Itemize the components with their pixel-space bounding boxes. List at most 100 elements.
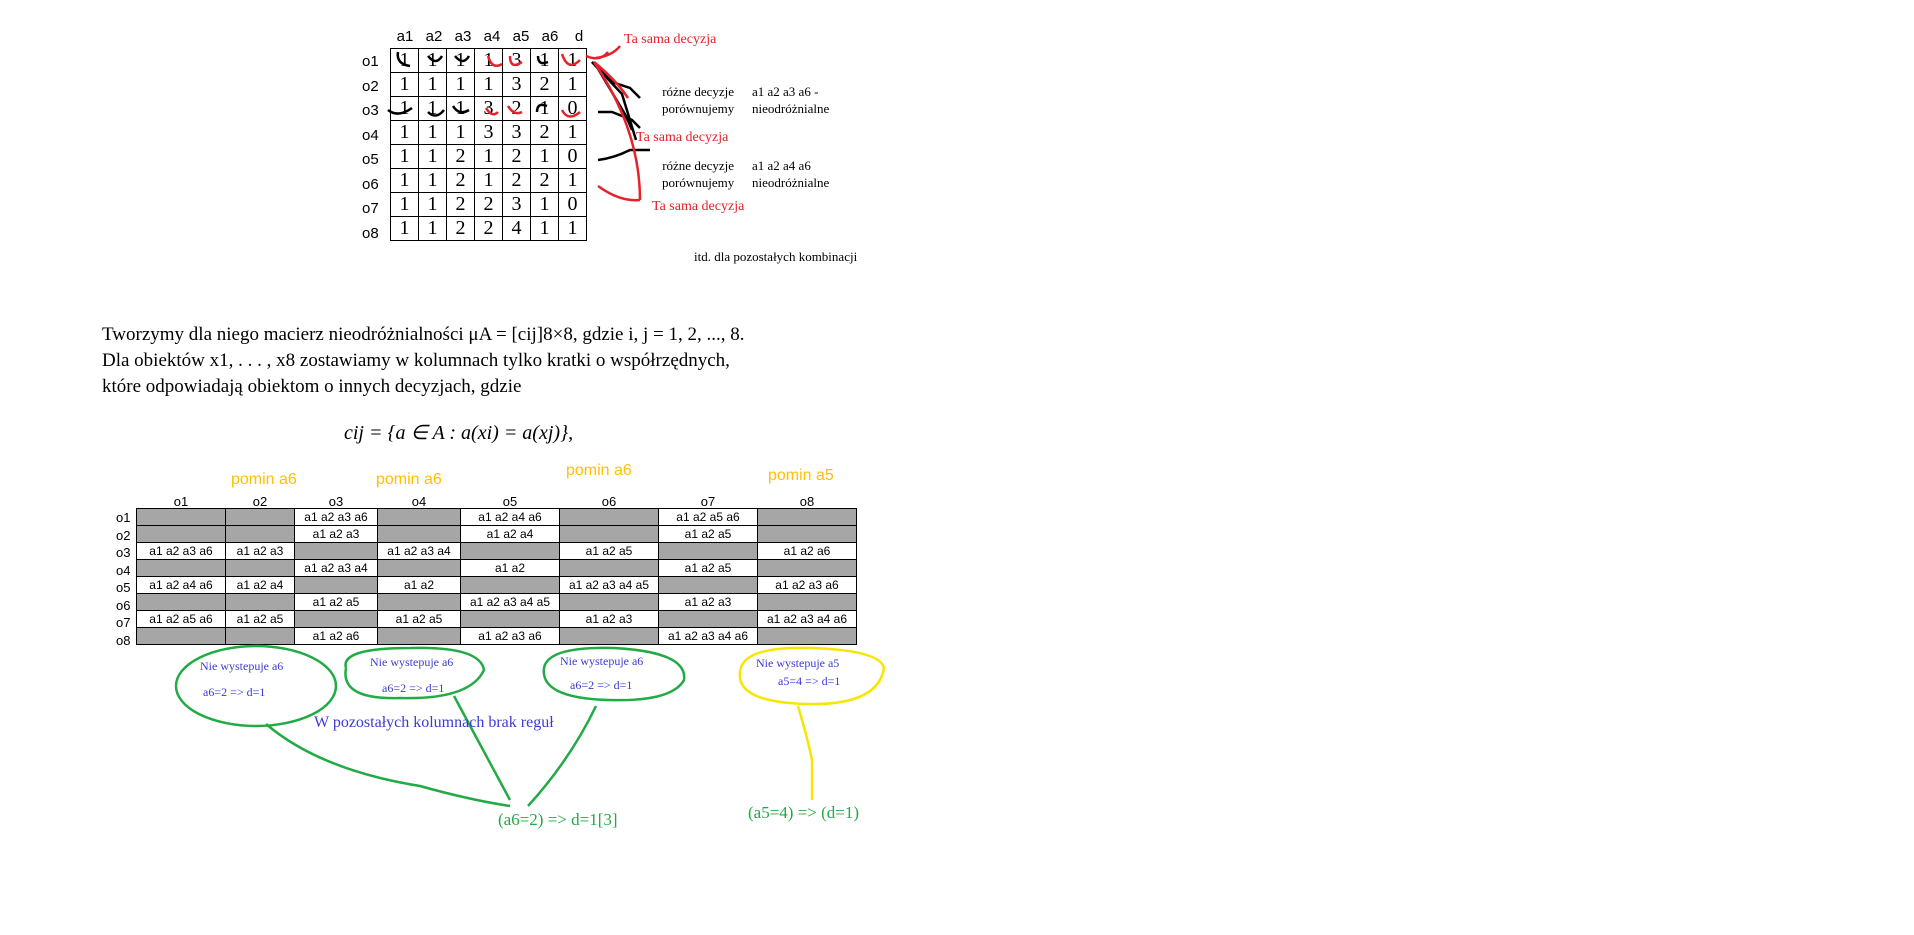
note-pomin-o6: pomin a6 xyxy=(566,462,632,479)
matrix-cell xyxy=(136,525,226,543)
yellow-marks xyxy=(738,646,886,800)
matrix-header-o2: o2 xyxy=(252,494,268,509)
decision-cell: 1 xyxy=(418,192,447,217)
decision-cell: 2 xyxy=(474,216,503,241)
matrix-cell: a1 a2 a3 a4 a5 xyxy=(559,576,659,594)
decision-cell: 1 xyxy=(558,72,587,97)
decision-row-label-o4: o4 xyxy=(362,126,379,144)
note-attrs2-line2: nieodróżnialne xyxy=(752,175,830,190)
matrix-header-o8: o8 xyxy=(799,494,815,509)
matrix-cell xyxy=(225,508,295,526)
note-same-decision-3: Ta sama decyzja xyxy=(652,199,745,214)
matrix-row-label-o8: o8 xyxy=(116,632,131,648)
decision-header-a1: a1 xyxy=(396,28,414,45)
matrix-header-o4: o4 xyxy=(411,494,427,509)
decision-row-label-o6: o6 xyxy=(362,175,379,193)
decision-cell: 1 xyxy=(530,96,559,121)
matrix-cell xyxy=(658,542,758,560)
note-rule-3: a6=2 => d=1 xyxy=(570,678,633,692)
matrix-cell: a1 a2 a5 xyxy=(294,593,378,611)
matrix-cell: a1 a2 a3 xyxy=(294,525,378,543)
matrix-row-label-o6: o6 xyxy=(116,597,131,613)
matrix-cell: a1 a2 a3 a6 xyxy=(757,576,857,594)
note-rule-1: a6=2 => d=1 xyxy=(203,685,266,699)
note-etc: itd. dla pozostałych kombinacji xyxy=(694,249,858,264)
decision-cell: 1 xyxy=(558,168,587,193)
decision-row-label-o2: o2 xyxy=(362,77,379,95)
decision-header-a5: a5 xyxy=(512,28,530,45)
decision-cell: 1 xyxy=(418,96,447,121)
red-marks xyxy=(484,45,642,202)
decision-row-label-o3: o3 xyxy=(362,102,379,119)
matrix-cell xyxy=(757,593,857,611)
matrix-cell: a1 a2 a5 xyxy=(559,542,659,560)
matrix-cell xyxy=(460,576,560,594)
note-attrs1-line1: a1 a2 a3 a6 - xyxy=(752,84,819,99)
note-different-decisions-1: różne decyzje porównujemy xyxy=(662,83,734,117)
decision-cell: 1 xyxy=(530,216,559,241)
matrix-row-label-o2: o2 xyxy=(116,527,131,543)
decision-cell: 1 xyxy=(390,72,419,97)
paragraph-line-3: które odpowiadają obiektom o innych decy… xyxy=(102,376,522,397)
matrix-cell: a1 a2 a3 xyxy=(658,593,758,611)
decision-header-a3: a3 xyxy=(454,28,472,45)
note-nie-wystepuje-3: Nie wystepuje a6 xyxy=(560,654,644,668)
note-indistinguishable-1: a1 a2 a3 a6 - nieodróżnialne xyxy=(752,83,829,117)
note-pomin-o8: pomin a5 xyxy=(768,467,834,484)
decision-cell: 1 xyxy=(558,48,587,73)
matrix-cell xyxy=(757,508,857,526)
matrix-cell xyxy=(377,593,461,611)
note-same-decision-2: Ta sama decyzja xyxy=(636,130,729,145)
decision-row-label-o5: o5 xyxy=(362,151,379,168)
matrix-cell xyxy=(559,593,659,611)
matrix-row-label-o1: o1 xyxy=(116,510,131,525)
matrix-cell xyxy=(377,627,461,645)
matrix-cell: a1 a2 a3 a6 xyxy=(460,627,560,645)
decision-cell: 1 xyxy=(558,120,587,145)
matrix-cell xyxy=(136,559,226,577)
note-rule-2: a6=2 => d=1 xyxy=(382,681,445,695)
decision-cell: 1 xyxy=(418,72,447,97)
note-no-rules: W pozostałych kolumnach brak reguł xyxy=(314,714,554,731)
matrix-header-o1: o1 xyxy=(173,494,189,509)
decision-cell: 1 xyxy=(418,216,447,241)
matrix-cell xyxy=(377,559,461,577)
matrix-header-o5: o5 xyxy=(502,494,518,509)
matrix-header-o7: o7 xyxy=(700,494,716,509)
matrix-row-label-o3: o3 xyxy=(116,545,131,560)
matrix-cell xyxy=(757,559,857,577)
note-diff1-line1: różne decyzje xyxy=(662,84,735,99)
decision-header-d: d xyxy=(574,28,584,45)
matrix-header-o6: o6 xyxy=(601,494,617,509)
decision-row-label-o8: o8 xyxy=(362,224,379,242)
matrix-cell xyxy=(559,627,659,645)
decision-cell: 2 xyxy=(502,144,531,169)
decision-cell: 1 xyxy=(530,144,559,169)
paragraph-line-1: Tworzymy dla niego macierz nieodróżnialn… xyxy=(102,324,745,345)
green-marks xyxy=(174,644,686,808)
matrix-cell: a1 a2 a5 xyxy=(658,559,758,577)
note-diff1-line2: porównujemy xyxy=(662,101,735,116)
matrix-cell: a1 a2 a5 xyxy=(377,610,461,628)
formula: cij = {a ∈ A : a(xi) = a(xj)}, xyxy=(344,422,574,444)
matrix-row-label-o5: o5 xyxy=(116,580,131,595)
matrix-cell xyxy=(136,627,226,645)
decision-header-a4: a4 xyxy=(483,28,501,45)
matrix-cell xyxy=(225,627,295,645)
matrix-cell: a1 a2 a4 xyxy=(460,525,560,543)
decision-cell: 1 xyxy=(558,216,587,241)
note-nie-wystepuje-2: Nie wystepuje a6 xyxy=(370,655,454,669)
decision-header-a2: a2 xyxy=(425,28,443,45)
paragraph-line-2: Dla obiektów x1, . . . , x8 zostawiamy w… xyxy=(102,350,730,371)
decision-cell: 2 xyxy=(446,192,475,217)
decision-header-a6: a6 xyxy=(541,28,559,45)
